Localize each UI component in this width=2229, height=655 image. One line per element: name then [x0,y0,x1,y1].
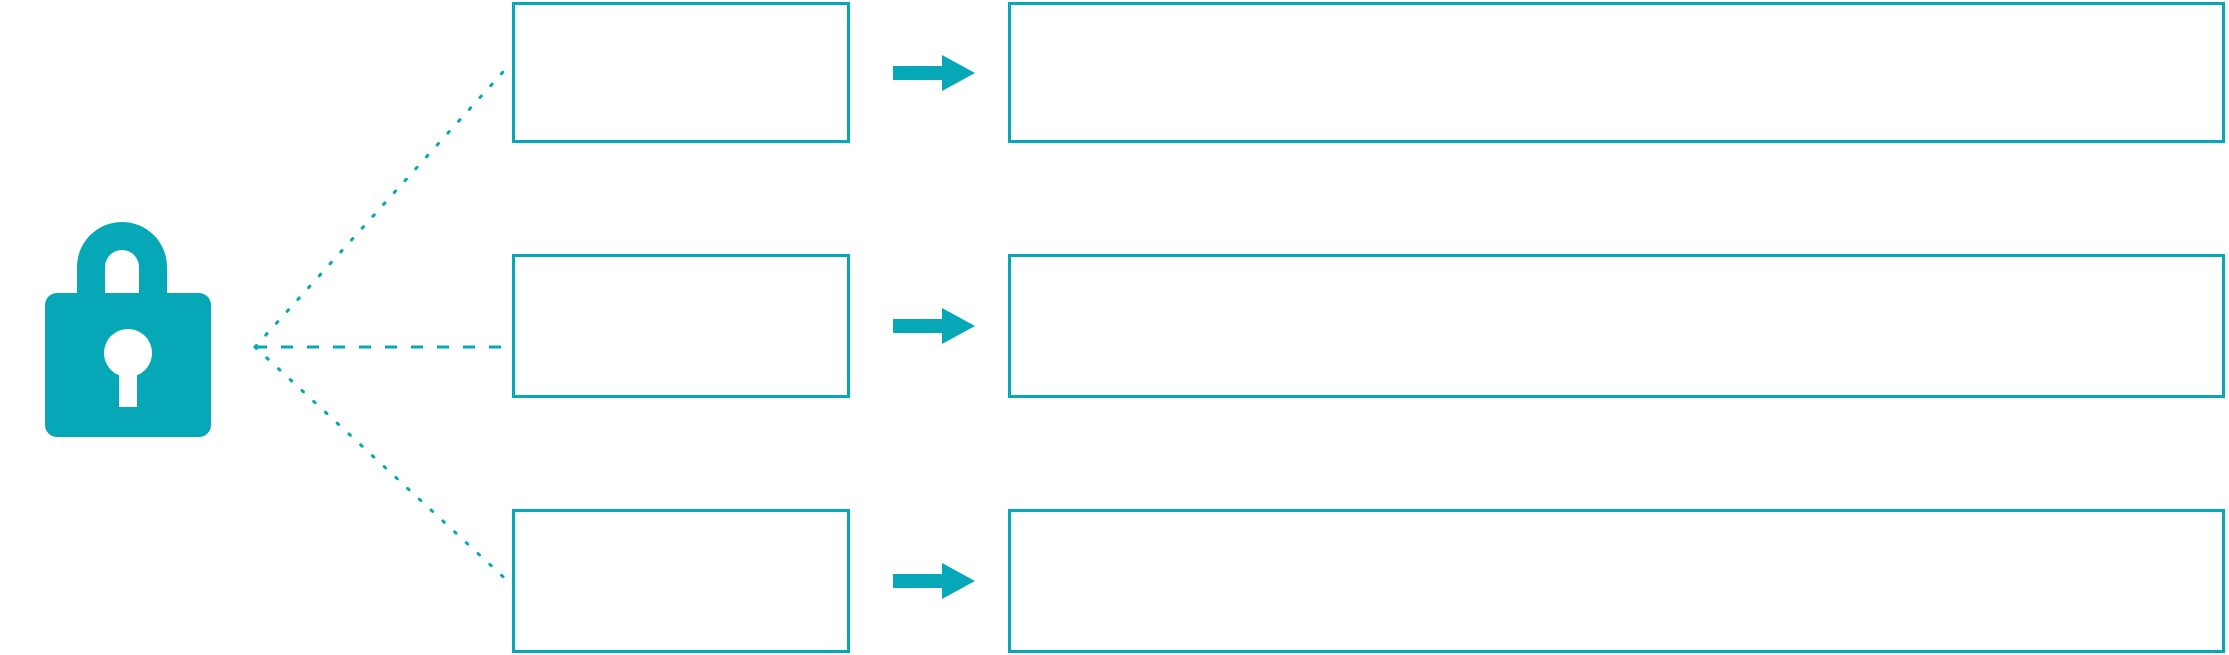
lock-icon [20,205,220,445]
left-stage-box-label [515,512,847,532]
right-arrow-icon [893,54,975,91]
left-stage-box[interactable] [512,509,850,653]
flow-row [0,509,2229,653]
right-stage-box[interactable] [1008,2,2225,143]
right-stage-box-label [1011,5,2222,25]
right-stage-box[interactable] [1008,254,2225,398]
right-stage-box-label [1011,257,2222,277]
flow-row [0,2,2229,143]
right-arrow-icon [893,308,975,344]
left-stage-box[interactable] [512,2,850,143]
right-arrow-icon [893,563,975,599]
left-stage-box[interactable] [512,254,850,398]
left-stage-box-label [515,257,847,277]
right-stage-box-label [1011,512,2222,532]
right-stage-box[interactable] [1008,509,2225,653]
left-stage-box-label [515,5,847,25]
flow-row [0,254,2229,398]
